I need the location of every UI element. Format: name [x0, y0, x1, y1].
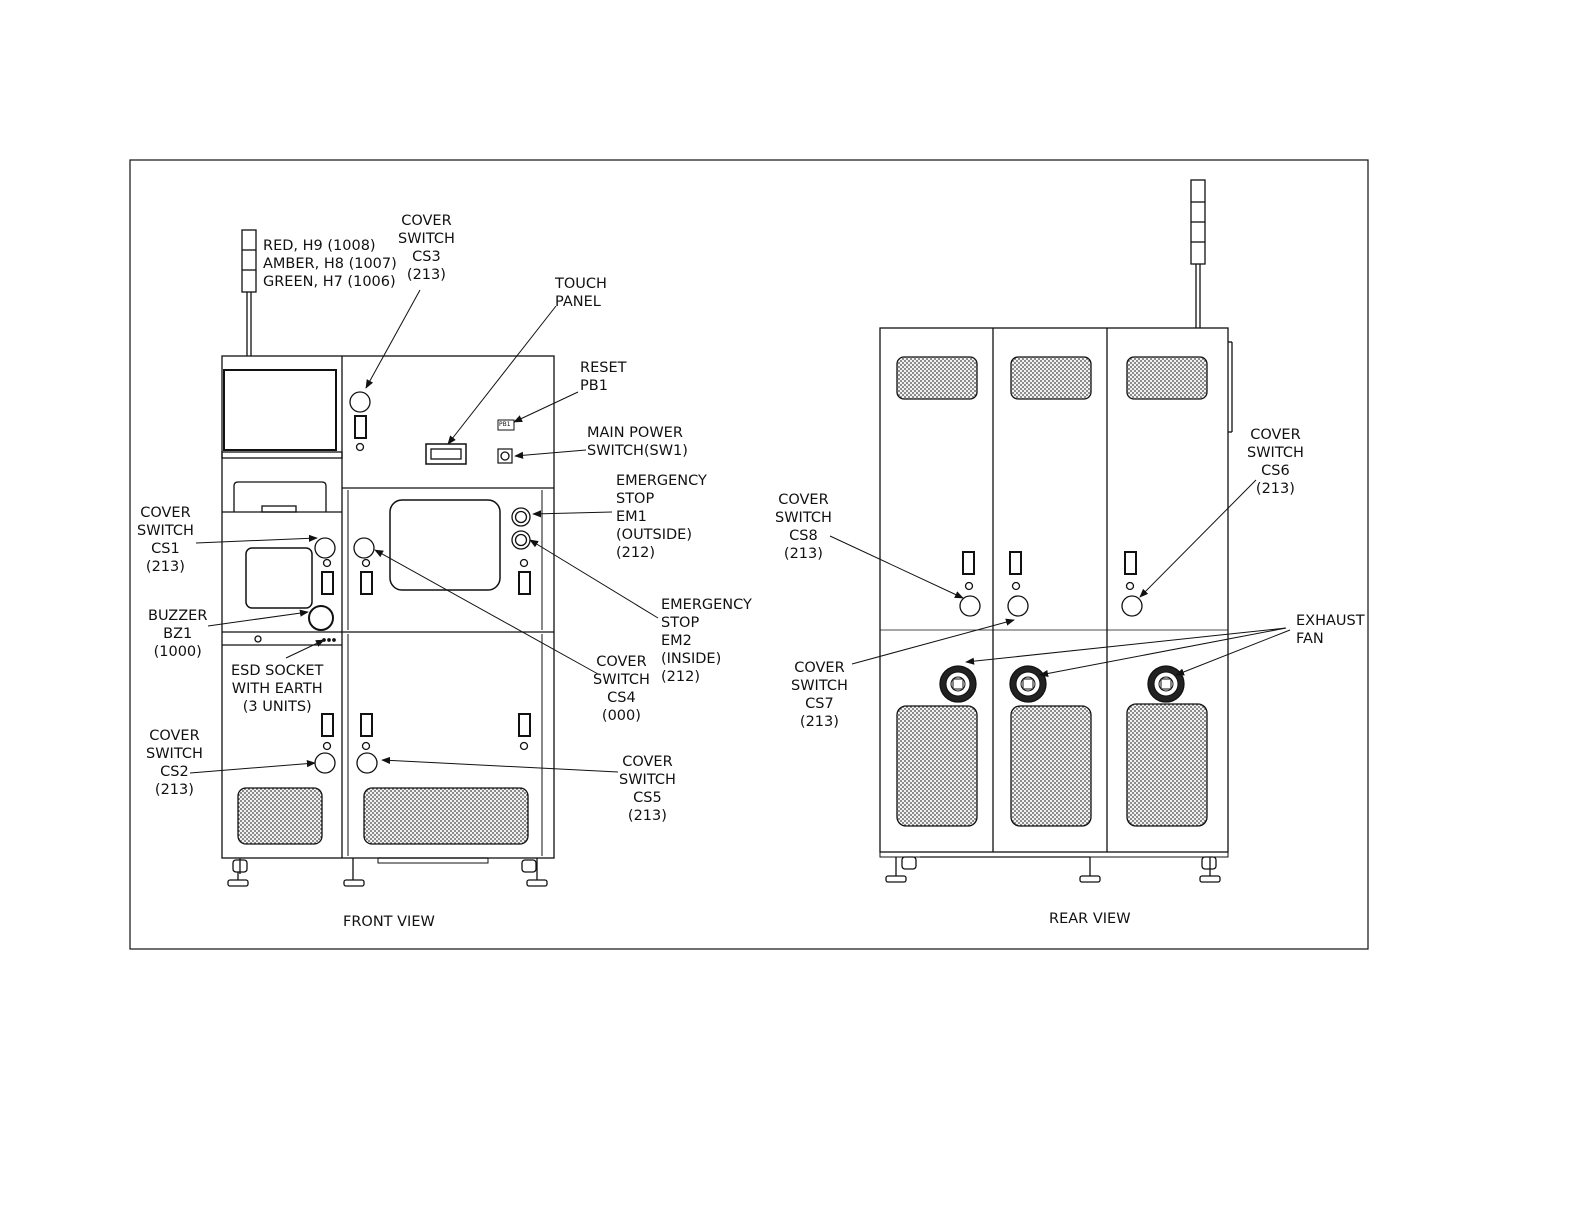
signal-tower-label: RED, H9 (1008) AMBER, H8 (1007) GREEN, H… — [263, 238, 397, 290]
exhaust-fan-label: EXHAUST FAN — [1296, 613, 1365, 647]
exhaust-fan-3 — [1147, 665, 1185, 703]
emergency-stop-em1-label: EMERGENCY STOP EM1 (OUTSIDE) (212) — [616, 473, 707, 561]
esd-socket-label: ESD SOCKET WITH EARTH (3 UNITS) — [231, 663, 324, 715]
front-monitor — [223, 369, 337, 451]
cover-switch-cs7-label: COVER SWITCH CS7 (213) — [791, 660, 848, 730]
front-vent-right — [363, 787, 529, 845]
drawing-frame — [129, 159, 1369, 950]
rear-view-title: REAR VIEW — [1049, 911, 1131, 927]
exhaust-fan-1 — [939, 665, 977, 703]
rear-machine — [879, 179, 1233, 883]
signal-tower — [241, 229, 257, 293]
cover-switch-cs4-label: COVER SWITCH CS4 (000) — [593, 654, 650, 724]
buzzer-bz1-label: BUZZER BZ1 (1000) — [148, 608, 208, 660]
main-power-switch-label: MAIN POWER SWITCH(SW1) — [587, 425, 688, 459]
exhaust-fan-2 — [1009, 665, 1047, 703]
front-machine — [221, 229, 555, 887]
reset-pb1-label: RESET PB1 — [580, 360, 627, 394]
cover-switch-cs3-label: COVER SWITCH CS3 (213) — [398, 213, 455, 283]
front-view-title: FRONT VIEW — [343, 914, 435, 930]
touch-panel-label: TOUCH PANEL — [555, 276, 607, 310]
front-vent-left — [237, 787, 323, 845]
cover-switch-cs5-label: COVER SWITCH CS5 (213) — [619, 754, 676, 824]
cover-switch-cs1-label: COVER SWITCH CS1 (213) — [137, 505, 194, 575]
emergency-stop-em2-label: EMERGENCY STOP EM2 (INSIDE) (212) — [661, 597, 752, 685]
cover-switch-cs2-label: COVER SWITCH CS2 (213) — [146, 728, 203, 798]
pb1-tag: PB1 — [499, 421, 511, 428]
cover-switch-cs6-label: COVER SWITCH CS6 (213) — [1247, 427, 1304, 497]
cover-switch-cs8-label: COVER SWITCH CS8 (213) — [775, 492, 832, 562]
touch-panel — [425, 443, 467, 465]
